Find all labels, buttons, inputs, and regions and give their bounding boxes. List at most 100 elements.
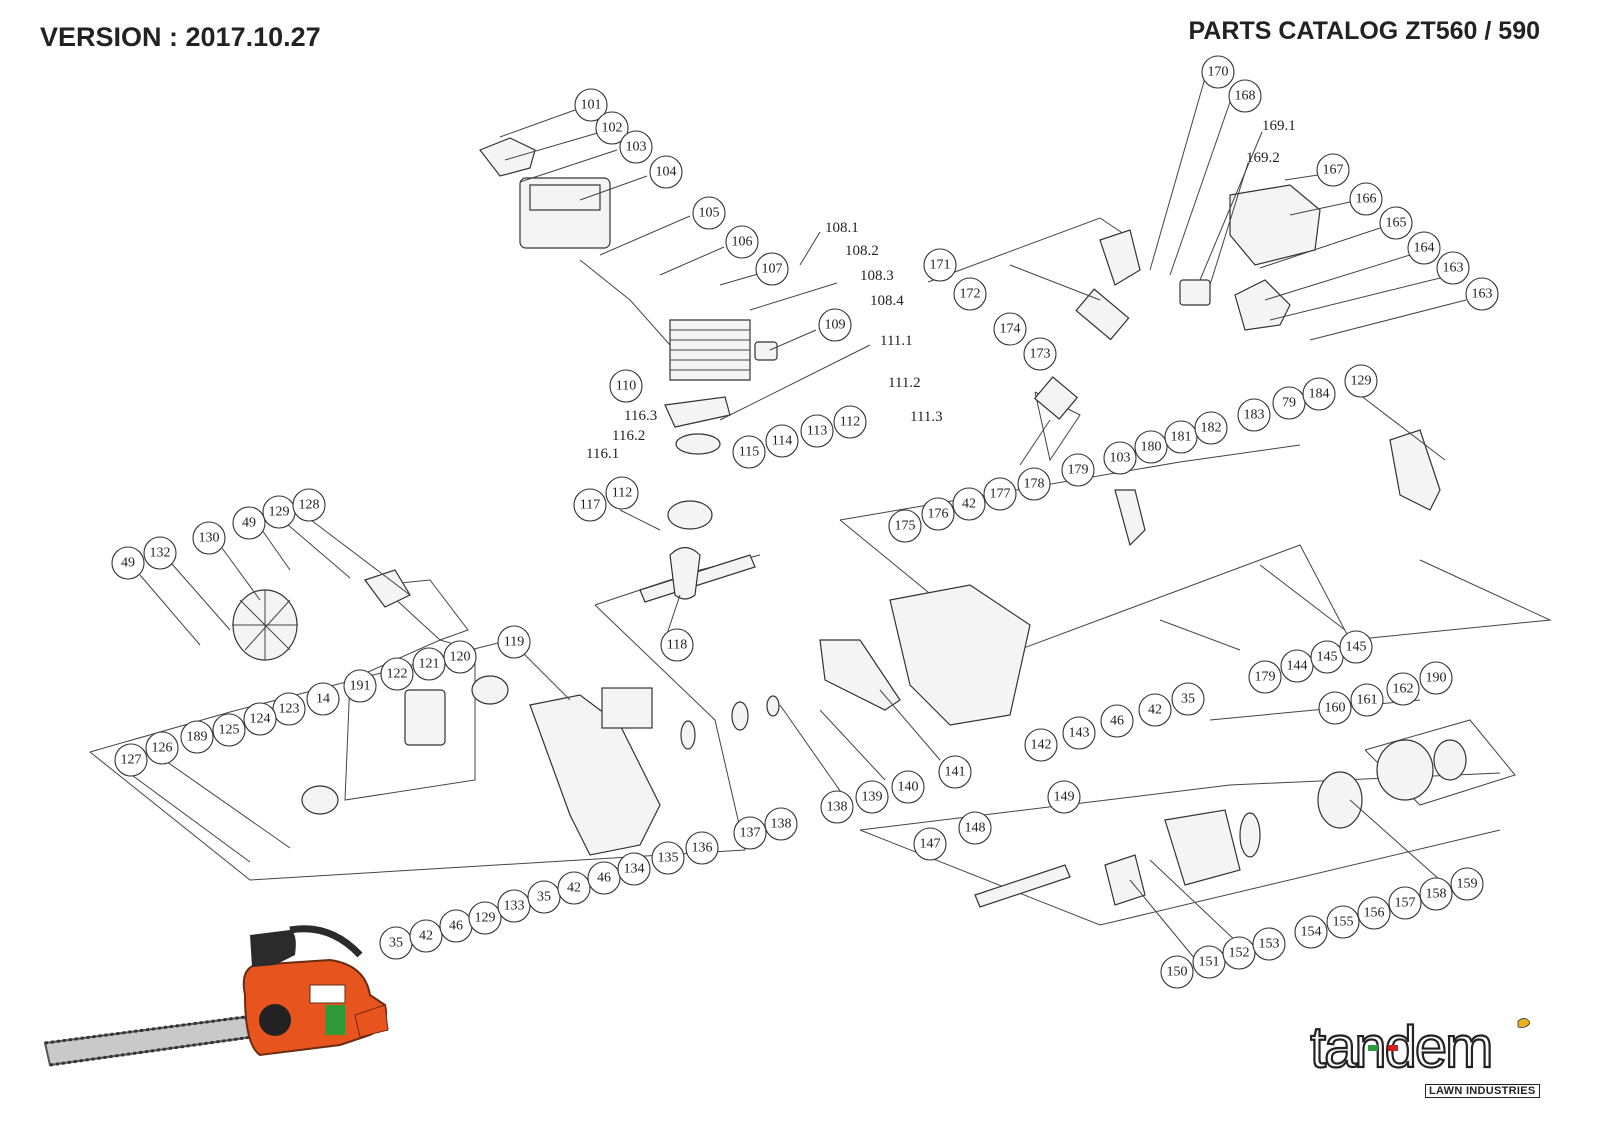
- callout-136: 136: [685, 831, 719, 865]
- svg-text:127: 127: [121, 753, 142, 768]
- svg-text:119: 119: [504, 635, 524, 650]
- logo-text: tandem: [1310, 1015, 1491, 1080]
- svg-text:35: 35: [1181, 692, 1195, 707]
- svg-text:163: 163: [1443, 261, 1464, 276]
- callout-118: 118: [660, 628, 694, 662]
- svg-text:177: 177: [990, 487, 1011, 502]
- callout-177: 177: [983, 477, 1017, 511]
- bird-logo-icon: [1517, 1018, 1531, 1028]
- svg-text:160: 160: [1325, 701, 1346, 716]
- callout-120: 120: [443, 640, 477, 674]
- callout-35a: 35: [379, 926, 413, 960]
- callout-173b: 173: [1023, 337, 1057, 371]
- svg-text:104: 104: [656, 165, 677, 180]
- callout-146: 145: [1310, 640, 1344, 674]
- callout-190: 190: [1419, 661, 1453, 695]
- callout-171: 170: [1201, 55, 1235, 89]
- plain-label: 169.1: [1262, 118, 1296, 134]
- svg-text:35: 35: [389, 936, 403, 951]
- svg-text:175: 175: [895, 519, 916, 534]
- svg-text:103: 103: [1110, 451, 1131, 466]
- svg-text:109: 109: [825, 318, 846, 333]
- svg-text:117: 117: [580, 498, 600, 513]
- chainsaw-photo: [43, 925, 389, 1067]
- callout-138b: 138: [820, 790, 854, 824]
- svg-text:151: 151: [1199, 955, 1220, 970]
- svg-text:179: 179: [1068, 463, 1089, 478]
- svg-text:171: 171: [930, 258, 951, 273]
- callout-110: 110: [609, 369, 643, 403]
- svg-text:129: 129: [1351, 374, 1372, 389]
- svg-text:156: 156: [1364, 906, 1385, 921]
- callout-178: 178: [1017, 467, 1051, 501]
- plain-label: 169.2: [1246, 150, 1280, 166]
- callout-117: 117: [573, 488, 607, 522]
- callout-126: 126: [145, 731, 179, 765]
- callout-168: 167: [1316, 153, 1350, 187]
- callout-161: 161: [1350, 683, 1384, 717]
- callout-79: 79: [1272, 386, 1306, 420]
- tandem-logo: tandem: [1310, 1015, 1531, 1081]
- callout-42b: 42: [557, 871, 591, 905]
- svg-text:112: 112: [840, 415, 860, 430]
- svg-text:106: 106: [732, 235, 753, 250]
- callout-129b: 129: [468, 901, 502, 935]
- svg-text:164: 164: [1414, 241, 1435, 256]
- svg-text:182: 182: [1201, 421, 1222, 436]
- plain-label: 108.3: [860, 268, 894, 284]
- svg-text:158: 158: [1426, 887, 1447, 902]
- callout-109: 109: [818, 308, 852, 342]
- callouts: 101 102 103 104 105 106 107 109 110 112 …: [111, 55, 1499, 989]
- plain-label: 111.2: [888, 375, 921, 391]
- svg-text:140: 140: [898, 780, 919, 795]
- svg-text:129: 129: [475, 911, 496, 926]
- svg-text:149: 149: [1054, 790, 1075, 805]
- svg-text:137: 137: [740, 826, 761, 841]
- callout-189: 189: [180, 720, 214, 754]
- svg-text:136: 136: [692, 841, 713, 856]
- svg-text:145: 145: [1346, 640, 1367, 655]
- svg-text:107: 107: [762, 262, 783, 277]
- callout-102: 102: [595, 111, 629, 145]
- callout-165: 164: [1407, 231, 1441, 265]
- svg-text:184: 184: [1309, 387, 1330, 402]
- svg-text:42: 42: [567, 881, 581, 896]
- callout-104: 104: [649, 155, 683, 189]
- svg-text:141: 141: [945, 765, 966, 780]
- svg-text:49: 49: [242, 516, 256, 531]
- callout-149: 149: [1047, 780, 1081, 814]
- svg-text:189: 189: [187, 730, 208, 745]
- svg-text:173: 173: [1030, 347, 1051, 362]
- callout-140: 140: [891, 770, 925, 804]
- svg-text:161: 161: [1357, 693, 1378, 708]
- svg-text:14: 14: [316, 692, 330, 707]
- svg-text:183: 183: [1244, 408, 1265, 423]
- callout-42c: 42: [1138, 693, 1172, 727]
- callout-129c: 129: [1344, 364, 1378, 398]
- callout-119: 119: [497, 625, 531, 659]
- svg-text:159: 159: [1457, 877, 1478, 892]
- svg-text:123: 123: [279, 702, 300, 717]
- callout-35b: 35: [527, 880, 561, 914]
- svg-text:129: 129: [269, 505, 290, 520]
- callout-105: 105: [692, 196, 726, 230]
- svg-text:101: 101: [581, 98, 602, 113]
- svg-text:110: 110: [616, 379, 636, 394]
- callout-115: 115: [732, 435, 766, 469]
- callout-128: 128: [292, 488, 326, 522]
- callout-151: 151: [1192, 945, 1226, 979]
- svg-text:138: 138: [771, 817, 792, 832]
- catalog-title: PARTS CATALOG ZT560 / 590: [1188, 17, 1540, 45]
- svg-text:46: 46: [1110, 714, 1124, 729]
- svg-text:166: 166: [1356, 192, 1377, 207]
- callout-35c: 35: [1171, 682, 1205, 716]
- svg-text:143: 143: [1069, 726, 1090, 741]
- callout-163: 163: [1465, 277, 1499, 311]
- callout-160: 160: [1318, 691, 1352, 725]
- callout-191: 191: [343, 669, 377, 703]
- svg-text:168: 168: [1235, 89, 1256, 104]
- plain-label: 116.1: [586, 446, 619, 462]
- callout-46b: 46: [587, 861, 621, 895]
- svg-text:113: 113: [807, 424, 827, 439]
